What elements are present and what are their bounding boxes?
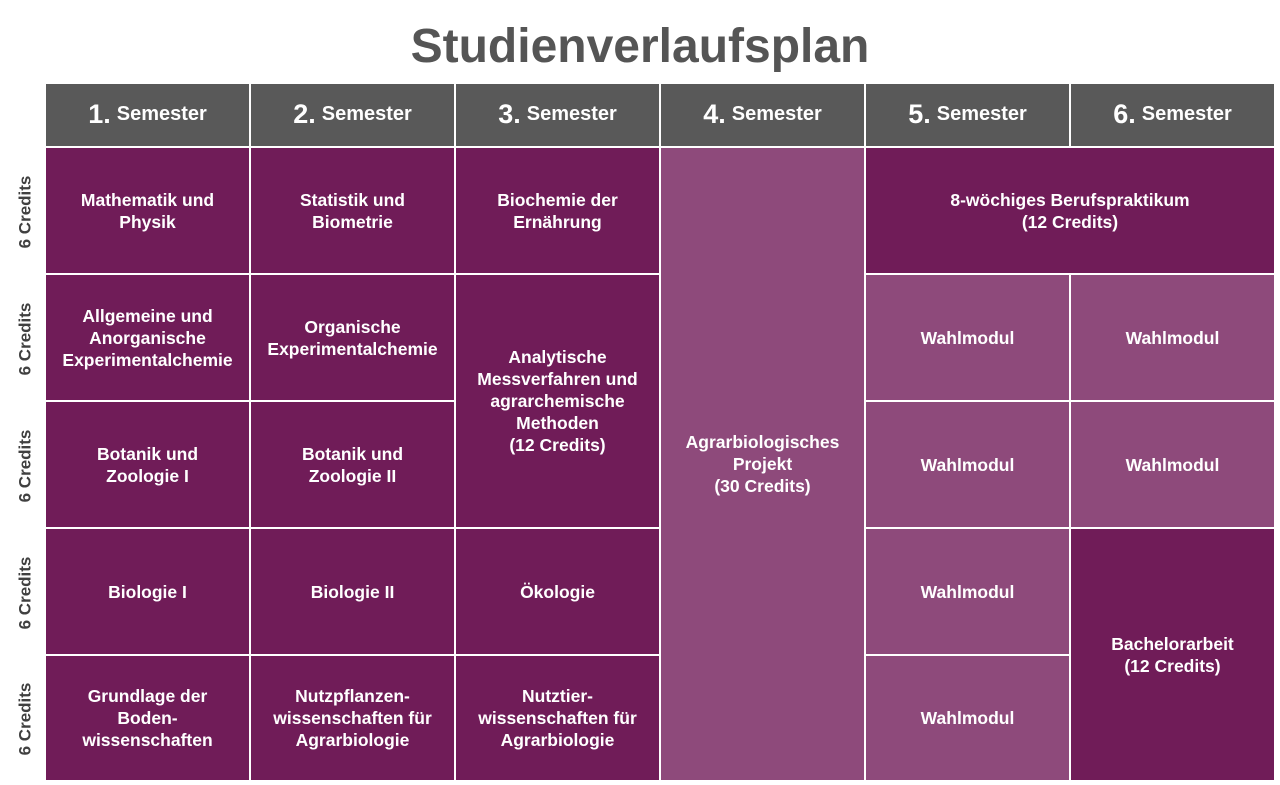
module-botanik-zoologie-1: Botanik und Zoologie I — [45, 401, 250, 528]
row-credit-label-3: 6 Credits — [15, 429, 34, 503]
row-credit-label-4: 6 Credits — [15, 556, 34, 630]
semester-number: 5. — [908, 99, 931, 129]
module-biologie-1: Biologie I — [45, 528, 250, 655]
module-nutzpflanzen: Nutzpflanzen- wissenschaften für Agrarbi… — [250, 655, 455, 781]
module-biologie-2: Biologie II — [250, 528, 455, 655]
module-analytische-methoden: Analytische Messverfahren und agrarchemi… — [455, 274, 660, 528]
module-wahlmodul: Wahlmodul — [865, 274, 1070, 401]
row-credit-label-5: 6 Credits — [15, 682, 34, 756]
semester-label: Semester — [731, 103, 822, 125]
module-botanik-zoologie-2: Botanik und Zoologie II — [250, 401, 455, 528]
module-mathematik-physik: Mathematik und Physik — [45, 147, 250, 274]
module-biochemie: Biochemie der Ernährung — [455, 147, 660, 274]
module-oekologie: Ökologie — [455, 528, 660, 655]
module-organische-chemie: Organische Experimentalchemie — [250, 274, 455, 401]
semester-number: 2. — [293, 99, 316, 129]
module-wahlmodul: Wahlmodul — [1070, 401, 1275, 528]
module-wahlmodul: Wahlmodul — [865, 401, 1070, 528]
semester-label: Semester — [1141, 103, 1232, 125]
semester-label: Semester — [116, 103, 207, 125]
semester-number: 6. — [1113, 99, 1136, 129]
semester-label: Semester — [526, 103, 617, 125]
module-wahlmodul: Wahlmodul — [865, 655, 1070, 781]
module-wahlmodul: Wahlmodul — [1070, 274, 1275, 401]
semester-header-1: 1. Semester — [45, 83, 250, 147]
semester-header-6: 6. Semester — [1070, 83, 1275, 147]
semester-header-4: 4. Semester — [660, 83, 865, 147]
row-credit-label-1: 6 Credits — [15, 175, 34, 249]
semester-header-2: 2. Semester — [250, 83, 455, 147]
module-statistik-biometrie: Statistik und Biometrie — [250, 147, 455, 274]
semester-label: Semester — [321, 103, 412, 125]
row-credit-label-2: 6 Credits — [15, 302, 34, 376]
semester-number: 1. — [88, 99, 111, 129]
module-agrarbiologisches-projekt: Agrarbiologisches Projekt (30 Credits) — [660, 147, 865, 781]
semester-header-3: 3. Semester — [455, 83, 660, 147]
module-bachelorarbeit: Bachelorarbeit (12 Credits) — [1070, 528, 1275, 781]
semester-label: Semester — [936, 103, 1027, 125]
module-nutztier: Nutztier- wissenschaften für Agrarbiolog… — [455, 655, 660, 781]
module-wahlmodul: Wahlmodul — [865, 528, 1070, 655]
semester-number: 4. — [703, 99, 726, 129]
module-allgemeine-chemie: Allgemeine und Anorganische Experimental… — [45, 274, 250, 401]
semester-header-5: 5. Semester — [865, 83, 1070, 147]
module-bodenwissenschaften: Grundlage der Boden- wissenschaften — [45, 655, 250, 781]
semester-number: 3. — [498, 99, 521, 129]
study-plan-grid: 1. Semester 2. Semester 3. Semester 4. S… — [45, 83, 1277, 781]
page-title: Studienverlaufsplan — [410, 20, 870, 73]
module-berufspraktikum: 8-wöchiges Berufspraktikum (12 Credits) — [865, 147, 1275, 274]
